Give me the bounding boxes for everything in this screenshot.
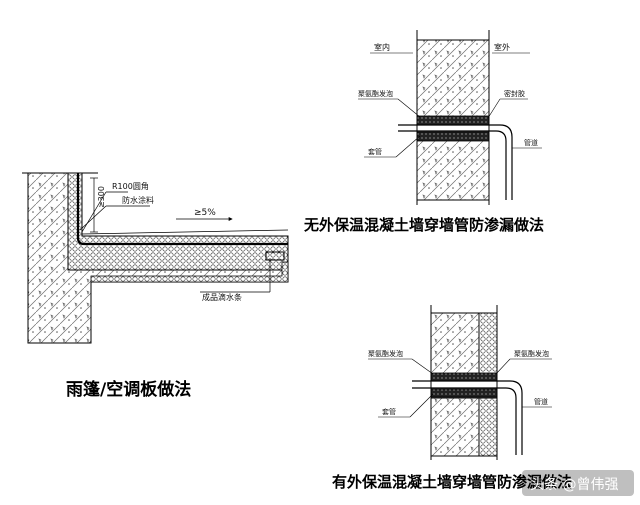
foam-ring-bottom-2 xyxy=(430,388,498,398)
caption-no-insulation: 无外保温混凝土墙穿墙管防渗漏做法 xyxy=(303,216,544,234)
label-sleeve: 套管 xyxy=(368,147,382,156)
label-pipe: 管道 xyxy=(524,138,538,147)
pipe-detail-no-insulation: 室内 室外 聚氨酯发泡 密封胶 套管 管道 无外保温混凝土墙穿墙管防渗漏做法 xyxy=(303,30,544,234)
foam-ring-bottom xyxy=(416,131,490,142)
wall-concrete-upper xyxy=(430,312,480,376)
caption-canopy: 雨篷/空调板做法 xyxy=(66,379,191,400)
label-indoor: 室内 xyxy=(374,42,390,52)
label-r100: R100圆角 xyxy=(112,181,149,191)
foam-ring-top-2 xyxy=(430,372,498,382)
waterproof-coating-line xyxy=(76,173,288,246)
label-drip: 成品滴水条 xyxy=(202,292,242,302)
label-300: ≥300 xyxy=(97,186,106,208)
insulation-lower xyxy=(478,397,498,457)
watermark: 头条 @曾伟强 xyxy=(522,470,634,496)
canopy-detail: ≥300 R100圆角 防水涂料 ≥5% 成品滴水条 雨篷/空调板做法 xyxy=(22,172,289,400)
label-foam-right: 聚氨酯发泡 xyxy=(514,349,549,358)
label-waterproof: 防水涂料 xyxy=(122,195,154,205)
wall-lower xyxy=(416,139,490,201)
label-foam-top: 聚氨酯发泡 xyxy=(358,89,393,98)
wall-concrete-lower xyxy=(430,397,480,457)
canopy-insulation-lower xyxy=(90,261,289,283)
label-sleeve-2: 套管 xyxy=(382,407,396,416)
watermark-text: 头条 @曾伟强 xyxy=(530,476,618,493)
label-slope: ≥5% xyxy=(194,208,216,218)
label-foam-left: 聚氨酯发泡 xyxy=(368,349,403,358)
drip-strip xyxy=(265,251,285,261)
label-outdoor: 室外 xyxy=(494,42,510,52)
insulation-upper xyxy=(478,312,498,376)
label-pipe-2: 管道 xyxy=(534,397,548,406)
label-sealant: 密封胶 xyxy=(504,89,525,98)
wall-upper xyxy=(416,39,490,125)
pipe-detail-with-insulation: 聚氨酯发泡 聚氨酯发泡 套管 管道 有外保温混凝土墙穿墙管防渗漏做法 xyxy=(332,305,572,491)
foam-ring-top xyxy=(416,115,490,126)
caption-with-insulation: 有外保温混凝土墙穿墙管防渗漏做法 xyxy=(332,473,572,491)
